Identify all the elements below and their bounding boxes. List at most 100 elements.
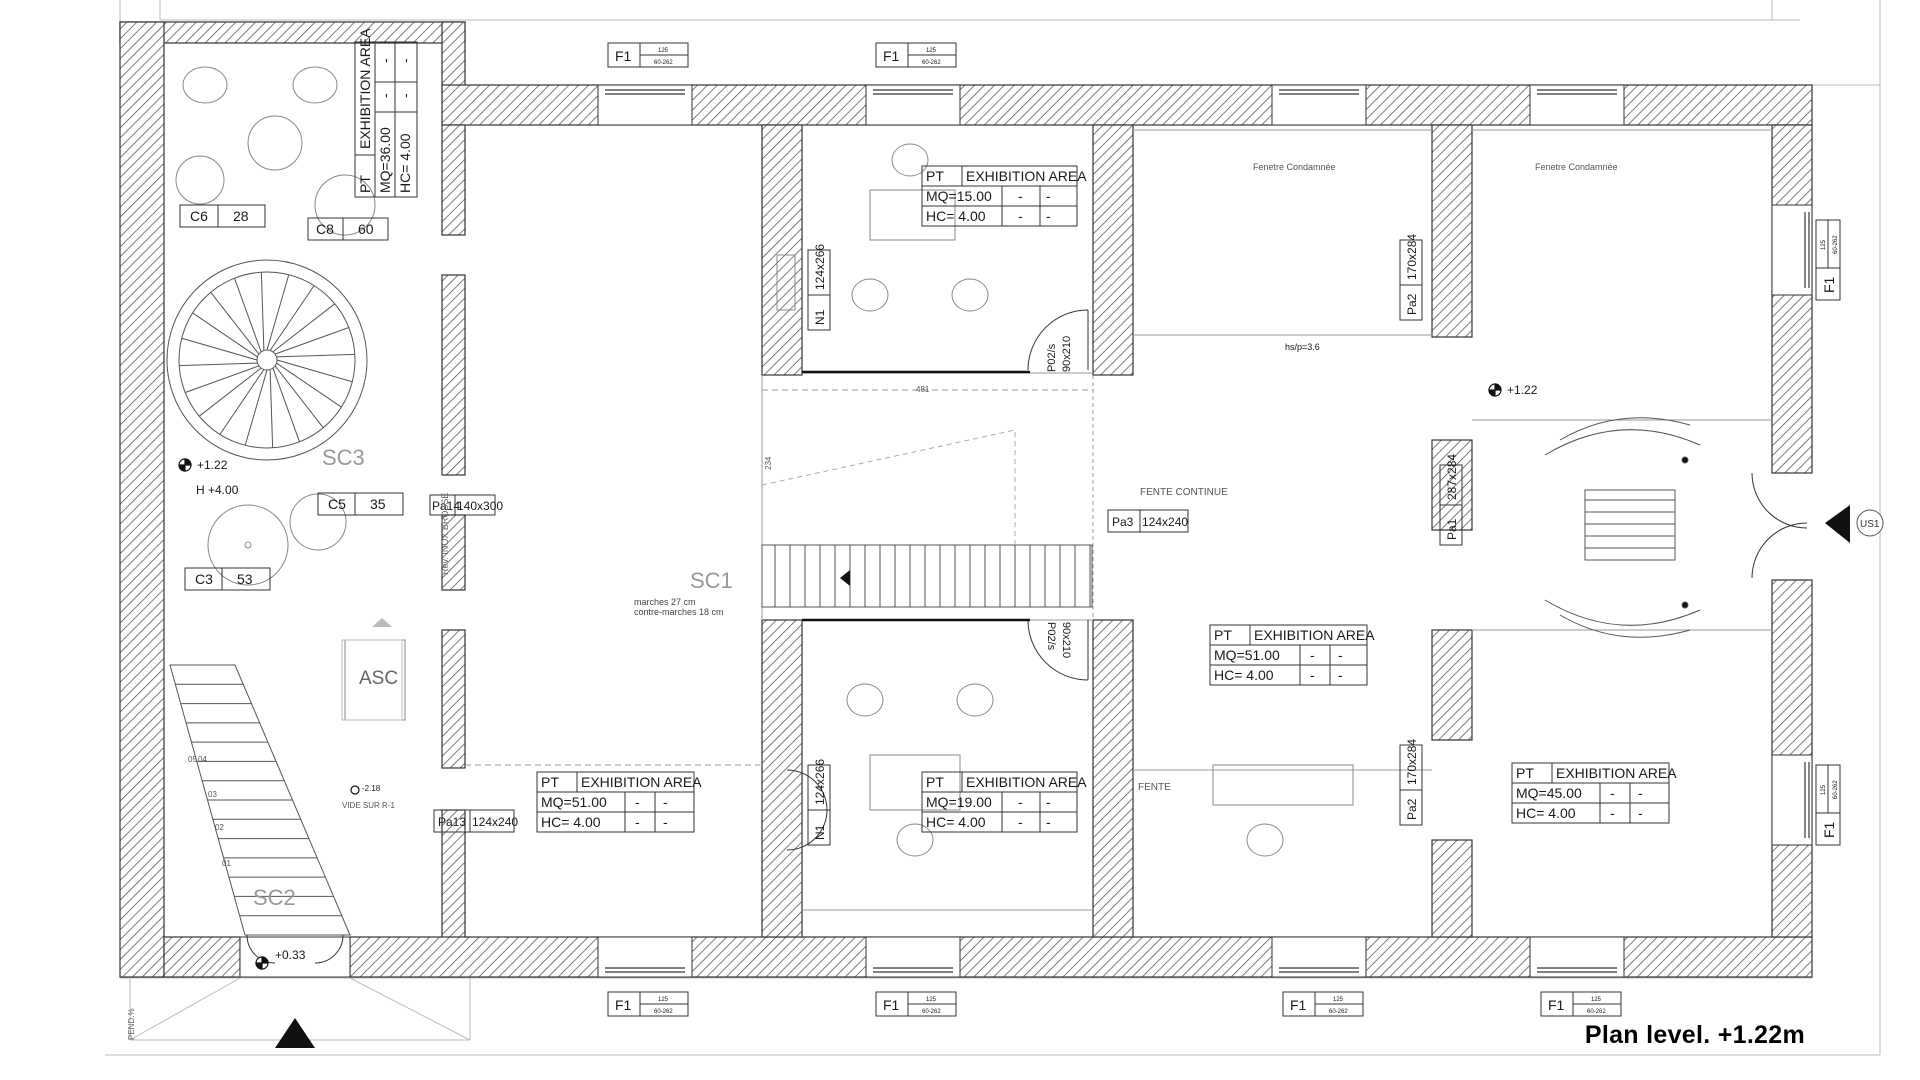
room-r5-hc: HC= 4.00 bbox=[1214, 667, 1274, 683]
spiral-step bbox=[260, 272, 265, 351]
opening-pa2a-code: Pa2 bbox=[1405, 293, 1419, 315]
straight-staircase bbox=[761, 429, 1093, 608]
window-tag-bottom: 60-262 bbox=[1329, 1009, 1348, 1015]
partition-lines bbox=[802, 370, 1030, 622]
room-r5-dash-3: - bbox=[1310, 667, 1315, 683]
room-r2-hc: HC= 4.00 bbox=[926, 208, 986, 224]
room-r6-mq: MQ=45.00 bbox=[1516, 785, 1582, 801]
stair-step-02: 02 bbox=[215, 823, 224, 832]
room-r4-pt: PT bbox=[926, 774, 944, 790]
window-tag-code: F1 bbox=[883, 48, 900, 64]
level-d: +0.33 bbox=[275, 948, 306, 962]
spiral-step bbox=[269, 369, 274, 448]
piece-c5-num: 35 bbox=[370, 496, 386, 512]
level-b: H +4.00 bbox=[196, 483, 239, 497]
room-r3-dash-3: - bbox=[635, 814, 640, 830]
window-tag-top: 125 bbox=[926, 997, 937, 1003]
room-r1-hc: HC= 4.00 bbox=[397, 133, 413, 193]
window-tag-code: F1 bbox=[615, 48, 632, 64]
room-r6-area: EXHIBITION AREA bbox=[1556, 765, 1677, 781]
room-r2-pt: PT bbox=[926, 168, 944, 184]
label-fenetre-1: Fenetre Condamnée bbox=[1253, 162, 1336, 172]
label-sc3: SC3 bbox=[322, 445, 365, 470]
window-tag-top: 125 bbox=[926, 48, 937, 54]
label-fenetre-2: Fenetre Condamnée bbox=[1535, 162, 1618, 172]
room-r3-mq: MQ=51.00 bbox=[541, 794, 607, 810]
label-us1: US1 bbox=[1860, 519, 1880, 530]
room-r2-area: EXHIBITION AREA bbox=[966, 168, 1087, 184]
window-sills bbox=[605, 89, 1810, 973]
piece-tags bbox=[179, 204, 404, 591]
room-r5-dash-4: - bbox=[1338, 667, 1343, 683]
spiral-step bbox=[244, 369, 268, 446]
level-texts: +1.22 H +4.00 +1.22 +0.33 -2.18 bbox=[196, 383, 1538, 962]
room-tag-r6 bbox=[1511, 762, 1670, 824]
room-r4-dash-2: - bbox=[1046, 794, 1051, 810]
room-r3-pt: PT bbox=[541, 774, 559, 790]
room-r4-mq: MQ=19.00 bbox=[926, 794, 992, 810]
site-outline bbox=[105, 0, 1881, 1056]
room-r1-dash-3: - bbox=[397, 93, 413, 98]
opening-pa14-code: Pa14 bbox=[432, 499, 460, 513]
door-p02a-code: P02/s bbox=[1046, 343, 1058, 372]
room-r4-dash-3: - bbox=[1018, 814, 1023, 830]
plan-caption: Plan level. +1.22m bbox=[1584, 1021, 1805, 1049]
label-rev-inox: Rev. INOX BROSSE bbox=[440, 493, 450, 575]
spiral-step bbox=[181, 337, 258, 361]
room-r3-dash-1: - bbox=[635, 794, 640, 810]
spiral-step bbox=[272, 367, 300, 442]
spiral-step bbox=[219, 369, 265, 435]
room-r5-dash-1: - bbox=[1310, 647, 1315, 663]
window-tag-code: F1 bbox=[883, 997, 900, 1013]
piece-c6-code: C6 bbox=[190, 208, 208, 224]
room-r1-area: EXHIBITION AREA bbox=[357, 28, 373, 149]
room-r6-dash-4: - bbox=[1638, 805, 1643, 821]
spiral-staircase bbox=[166, 259, 368, 461]
piece-c3-num: 53 bbox=[237, 571, 253, 587]
room-r5-pt: PT bbox=[1214, 627, 1232, 643]
spiral-step bbox=[276, 359, 353, 383]
piece-c6-num: 28 bbox=[233, 208, 249, 224]
room-r6-dash-3: - bbox=[1610, 805, 1615, 821]
opening-n1a-size: 124x266 bbox=[813, 244, 827, 290]
room-r4-hc: HC= 4.00 bbox=[926, 814, 986, 830]
label-fente: FENTE bbox=[1138, 782, 1171, 793]
room-r2-dash-2: - bbox=[1046, 188, 1051, 204]
spiral-step bbox=[185, 365, 260, 393]
stair-sc2 bbox=[169, 664, 351, 936]
opening-pa2b-size: 170x284 bbox=[1405, 739, 1419, 785]
window-tag-code: F1 bbox=[1548, 997, 1565, 1013]
room-r6-pt: PT bbox=[1516, 765, 1534, 781]
label-asc: ASC bbox=[359, 668, 398, 689]
window-tag-code: F1 bbox=[1821, 276, 1837, 293]
opening-pa13-code: Pa13 bbox=[438, 815, 466, 829]
door-swings bbox=[246, 309, 1808, 964]
label-fente-continue: FENTE CONTINUE bbox=[1140, 487, 1228, 498]
window-tag-bottom: 60-262 bbox=[1833, 235, 1839, 254]
label-pend: PEND.% bbox=[127, 1008, 136, 1040]
room-r1-pt: PT bbox=[357, 175, 373, 193]
door-labels: P02/s 90x210 P02/s 90x210 bbox=[1045, 336, 1073, 658]
room-r6-dash-1: - bbox=[1610, 785, 1615, 801]
piece-c5-code: C5 bbox=[328, 496, 346, 512]
label-sc1: SC1 bbox=[690, 568, 733, 593]
room-r2-dash-1: - bbox=[1018, 188, 1023, 204]
spiral-step bbox=[269, 285, 315, 351]
room-r4-area: EXHIBITION AREA bbox=[966, 774, 1087, 790]
room-r5-mq: MQ=51.00 bbox=[1214, 647, 1280, 663]
opening-pa13-size: 124x240 bbox=[472, 815, 518, 829]
window-tag-bottom: 60-262 bbox=[654, 1009, 673, 1015]
furniture bbox=[175, 66, 1354, 857]
opening-n1a-code: N1 bbox=[813, 309, 827, 325]
piece-c3-code: C3 bbox=[195, 571, 213, 587]
room-r3-dash-2: - bbox=[663, 794, 668, 810]
spiral-step bbox=[266, 274, 290, 351]
opening-pa3-size: 124x240 bbox=[1142, 515, 1188, 529]
window-tag-code: F1 bbox=[1290, 997, 1307, 1013]
piece-tag-texts: C6 28 C8 60 C5 35 C3 53 bbox=[190, 208, 386, 587]
room-r6-hc: HC= 4.00 bbox=[1516, 805, 1576, 821]
room-r2-mq: MQ=15.00 bbox=[926, 188, 992, 204]
